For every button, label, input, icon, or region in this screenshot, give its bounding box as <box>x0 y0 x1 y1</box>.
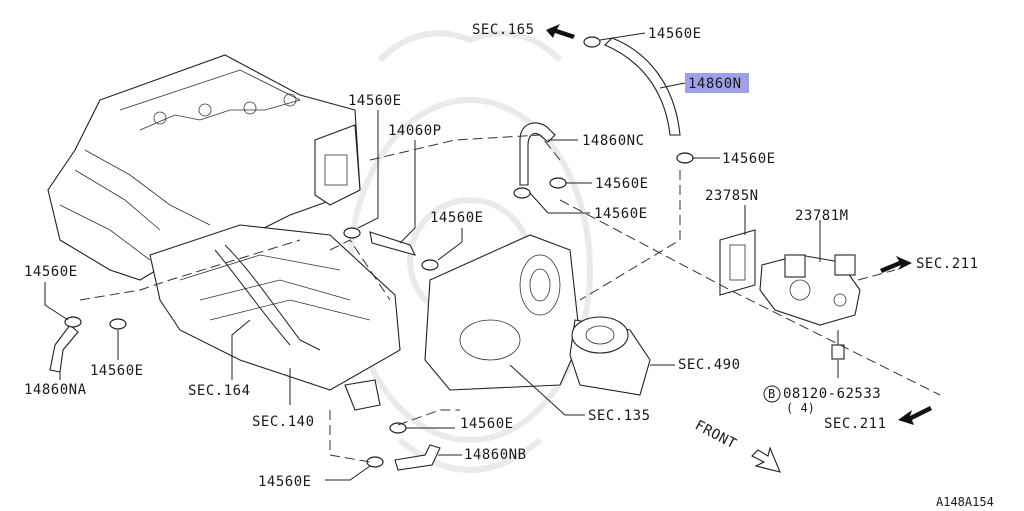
label-sec211-top: SEC.211 <box>916 256 979 272</box>
labels: SEC.165 14560E 14860N 14560E 14060P 1486… <box>24 22 994 509</box>
label-sec211-bot: SEC.211 <box>824 416 887 432</box>
bolt-08120 <box>831 330 845 360</box>
label-14560e-4: 14560E <box>595 176 649 192</box>
label-sec490: SEC.490 <box>678 357 741 373</box>
label-14560e-3: 14560E <box>722 151 776 167</box>
bolt-mark-circle <box>763 385 781 403</box>
front-arrow <box>751 446 781 473</box>
label-sec140: SEC.140 <box>252 414 315 430</box>
label-sec165: SEC.165 <box>472 22 535 38</box>
label-14560e-left: 14560E <box>24 264 78 280</box>
label-14560e-1: 14560E <box>648 26 702 42</box>
label-14560e-left2: 14560E <box>90 363 144 379</box>
label-14560e-6: 14560E <box>430 210 484 226</box>
label-bolt-mark: B <box>768 387 775 401</box>
label-front: FRONT <box>692 417 739 452</box>
label-23781m: 23781M <box>795 208 849 224</box>
arrow-sec165 <box>546 24 575 39</box>
highlight-14860n <box>685 73 749 93</box>
arrow-sec211-top <box>880 256 912 273</box>
iacv-valve-23781m <box>759 254 861 326</box>
label-14560e-2: 14560E <box>348 93 402 109</box>
label-23785n: 23785N <box>705 188 759 204</box>
label-bolt-code: 08120-62533 <box>783 386 881 402</box>
label-14860na: 14860NA <box>24 382 87 398</box>
label-14560e-bot2: 14560E <box>258 474 312 490</box>
label-14560e-5: 14560E <box>594 206 648 222</box>
label-14860n: 14860N <box>688 76 742 92</box>
pump-sec490 <box>569 316 651 396</box>
label-14060p: 14060P <box>388 123 442 139</box>
label-14560e-bot: 14560E <box>460 416 514 432</box>
label-sec135: SEC.135 <box>588 408 651 424</box>
clamps <box>64 36 694 468</box>
label-sec164: SEC.164 <box>188 383 251 399</box>
leader-lines <box>44 32 839 481</box>
hose-14860nb <box>394 444 441 471</box>
hose-14860nc <box>519 122 556 186</box>
gasket-23785n <box>719 229 756 296</box>
hose-14860na <box>49 324 79 373</box>
arrow-sec211-bot <box>898 406 932 425</box>
engine-assembly <box>47 54 651 411</box>
figure-id: A148A154 <box>936 495 994 509</box>
routing-dashed-lines <box>79 134 941 463</box>
label-14860nc: 14860NC <box>582 133 645 149</box>
hose-14060p <box>369 231 417 256</box>
label-14860nb: 14860NB <box>464 447 527 463</box>
label-bolt-qty: ( 4) <box>786 401 815 415</box>
